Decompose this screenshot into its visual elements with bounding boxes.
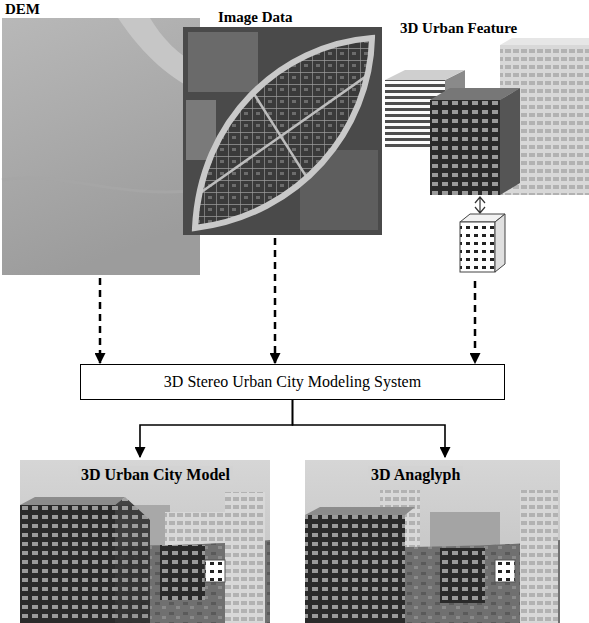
dem-image: [2, 18, 200, 275]
flow-arrow: [140, 400, 293, 457]
process-label: 3D Stereo Urban City Modeling System: [164, 373, 421, 391]
panel-heading: DEM: [5, 1, 40, 18]
satellite-image: [183, 27, 382, 235]
image-panel: DEM: [2, 18, 200, 275]
city-model-image: [20, 460, 270, 623]
panel-heading: 3D Urban Feature: [400, 20, 517, 37]
urban-feature-image: [385, 38, 589, 272]
flow-arrow: [293, 400, 446, 457]
output-panel: 3D Anaglyph: [305, 460, 560, 623]
image-panel: 3D Urban Feature: [385, 40, 589, 278]
panel-heading: 3D Anaglyph: [368, 466, 463, 484]
dashed-arrow: [474, 281, 477, 363]
anaglyph-image: [305, 460, 560, 623]
process-box: 3D Stereo Urban City Modeling System: [80, 364, 505, 400]
output-panel: 3D Urban City Model: [20, 460, 270, 623]
panel-heading: Image Data: [218, 9, 293, 26]
dashed-arrow: [274, 238, 277, 363]
dashed-arrow: [99, 278, 102, 363]
image-panel: Image Data: [183, 27, 382, 235]
panel-heading: 3D Urban City Model: [78, 466, 233, 484]
